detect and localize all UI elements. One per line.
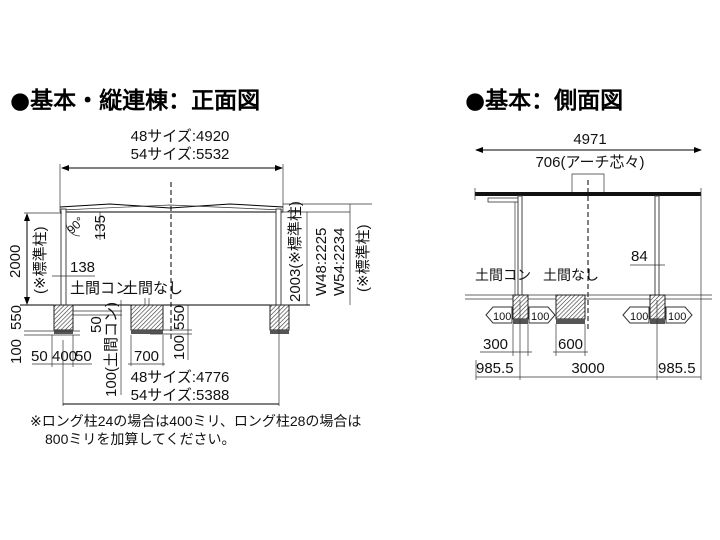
arrow-100-left-b: 100 <box>622 306 650 324</box>
side-post-right <box>654 195 660 301</box>
side-footing-middle <box>555 294 586 320</box>
front-view-title: ●基本・縦連棟：正面図 <box>10 88 260 114</box>
side-label-doma-nashi: 土間なし <box>543 267 599 283</box>
side-view: ●基本：側面図 4971 706(アーチ芯々) 84 土間コン 土間なし 10 <box>465 88 712 380</box>
dim-100-left: 100 <box>8 339 25 364</box>
std-post-left: (※標準柱) <box>32 226 49 294</box>
note-line-1: ※ロング柱24の場合は400ミリ、ロング柱28の場合は <box>30 413 361 429</box>
dim-138: 138 <box>70 259 95 276</box>
dim-3000: 3000 <box>571 360 604 377</box>
dim-w48: W48:2225 <box>313 228 330 296</box>
footing-middle <box>130 304 164 331</box>
dim-84: 84 <box>631 248 648 265</box>
front-roof <box>59 203 284 209</box>
svg-text:100: 100 <box>630 311 648 323</box>
std-post-right: (※標準柱) <box>355 224 372 292</box>
front-view: ●基本・縦連棟：正面図 48サイズ:4920 54サイズ:5532 90° 13… <box>7 88 372 447</box>
side-roof <box>475 192 701 196</box>
angle-label: 90° <box>64 214 87 237</box>
footing-right <box>269 304 290 331</box>
span-48: 48サイズ:4776 <box>131 369 230 386</box>
side-label-doma-con: 土間コン <box>475 267 531 283</box>
side-arch: 706(アーチ芯々) <box>535 154 644 171</box>
side-footing-left <box>512 294 529 320</box>
dim-550-left: 550 <box>8 305 25 330</box>
front-width-48: 48サイズ:4920 <box>131 128 230 145</box>
dim-700: 700 <box>134 348 159 365</box>
svg-text:100: 100 <box>531 311 549 323</box>
label-doma-nashi: 土間なし <box>123 280 183 297</box>
side-depth: 4971 <box>573 131 606 148</box>
dim-550-mid: 550 <box>171 305 188 330</box>
note-line-2: 800ミリを加算してください。 <box>45 431 236 447</box>
side-view-title: ●基本：側面図 <box>465 88 623 114</box>
dim-100-doma: 100(土間コン) <box>103 302 120 397</box>
svg-text:100: 100 <box>668 311 686 323</box>
arrow-100-left-a: 100 <box>485 306 513 324</box>
dim-50-a: 50 <box>31 348 48 365</box>
gutter <box>487 197 519 203</box>
svg-text:100: 100 <box>493 311 511 323</box>
dim-985-left: 985.5 <box>476 360 514 377</box>
dim-400: 400 <box>52 348 77 365</box>
dim-2000: 2000 <box>7 245 24 278</box>
dim-50-b: 50 <box>75 348 92 365</box>
dim-985-right: 985.5 <box>658 360 696 377</box>
span-54: 54サイズ:5388 <box>131 387 230 404</box>
side-post-left <box>517 195 523 301</box>
side-footing-right <box>649 294 666 320</box>
dim-300: 300 <box>483 336 508 353</box>
front-post-right <box>275 208 282 307</box>
front-width-54: 54サイズ:5532 <box>131 146 230 163</box>
dim-2003: 2003(※標準柱) <box>287 201 304 302</box>
dim-600: 600 <box>558 336 583 353</box>
arrow-100-right-a: 100 <box>528 306 556 324</box>
dim-w54: W54:2234 <box>331 228 348 296</box>
dim-135: 135 <box>92 215 109 240</box>
arrow-100-right-b: 100 <box>665 306 693 324</box>
dim-100-mid: 100 <box>171 335 188 360</box>
footing-left <box>53 304 74 331</box>
front-post-left <box>60 208 67 307</box>
dim-50-c: 50 <box>88 316 105 333</box>
label-doma-con: 土間コン <box>70 280 130 297</box>
